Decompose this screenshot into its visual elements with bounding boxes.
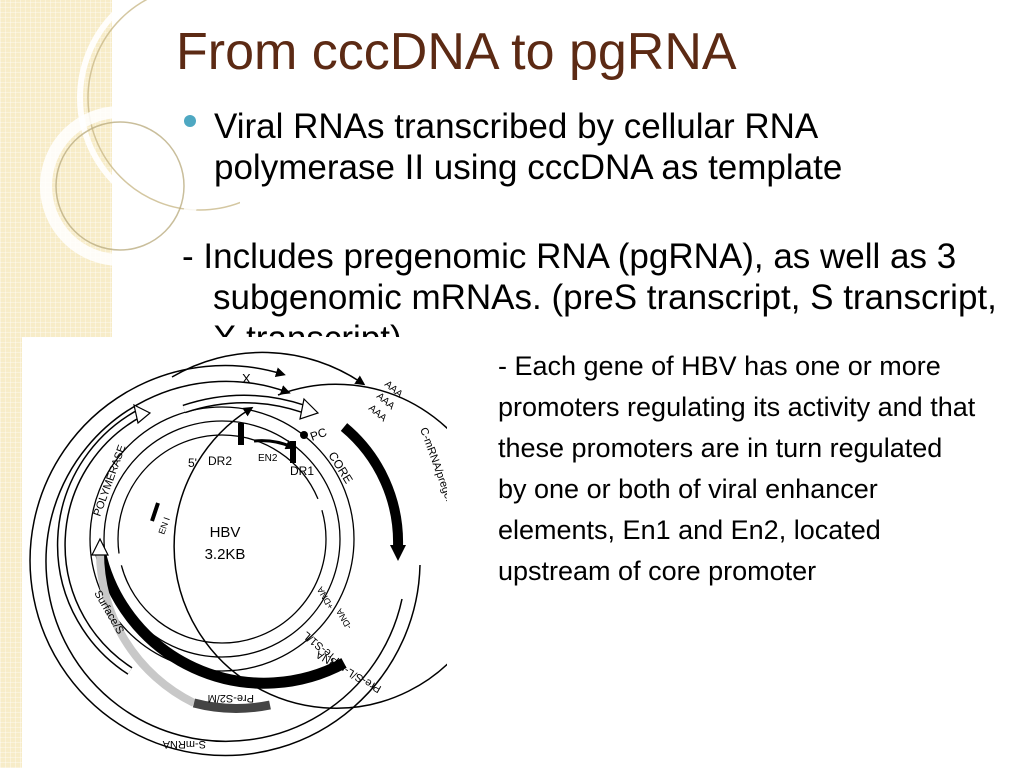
- c-mrna-arc: [173, 383, 447, 709]
- label-five-prime: 5': [188, 456, 197, 470]
- genome-ring-outer: [89, 406, 355, 672]
- genome-ring-inner: [117, 434, 327, 644]
- slide-title: From cccDNA to pgRNA: [176, 23, 737, 81]
- surface-orf-arrow: [94, 549, 347, 689]
- pre-sl-mrna-arc: [45, 380, 403, 743]
- x-orf-head: [299, 397, 320, 420]
- surface-orf-head: [91, 537, 109, 556]
- label-dr1: DR1: [290, 464, 314, 478]
- label-core: CORE: [325, 449, 355, 486]
- polymerase-orf-inner: [58, 410, 142, 674]
- surface-orf-grey: [95, 550, 196, 707]
- label-size: 3.2KB: [205, 546, 246, 563]
- label-minus-dna: -DNA: [334, 607, 354, 631]
- en2-arrow: [253, 439, 296, 450]
- label-pre-s2: Pre-S2/M: [208, 692, 254, 704]
- label-c-mrna: C-mRNA/pregenomic-RNA: [417, 426, 447, 554]
- hbv-diagram-svg: X AAA AAA AAA PC CORE DR2 EN2 DR1 5' EN …: [29, 351, 447, 757]
- dr2-marker: [238, 423, 244, 445]
- polymerase-orf-head: [133, 403, 152, 425]
- dr1-marker: [290, 441, 296, 463]
- pc-marker: [300, 431, 308, 439]
- label-hbv: HBV: [210, 524, 241, 541]
- s-mrna-arc: [29, 364, 421, 757]
- bullet-text: Viral RNAs transcribed by cellular RNA p…: [214, 107, 843, 187]
- label-pc: PC: [308, 425, 329, 444]
- label-x: X: [242, 371, 251, 386]
- surface-orf-dark: [192, 698, 271, 713]
- promoter-description: - Each gene of HBV has one or more promo…: [498, 346, 978, 592]
- label-en1: EN I: [156, 516, 171, 536]
- bullet-dot-icon: [184, 115, 196, 127]
- x-orf-arrow-inner: [183, 396, 305, 412]
- label-dr2: DR2: [208, 454, 232, 468]
- label-s-mrna: S-mRNA: [162, 738, 206, 750]
- en1-marker: [150, 502, 160, 522]
- decorative-circles: [40, 0, 240, 266]
- bullet-item: Viral RNAs transcribed by cellular RNA p…: [184, 106, 984, 188]
- core-orf-head: [390, 545, 406, 561]
- x-mrna-arc: [171, 351, 366, 386]
- genome-ring-middle: [103, 420, 341, 658]
- core-orf-arrow: [340, 423, 404, 548]
- label-en2: EN2: [258, 453, 278, 464]
- hbv-genome-diagram: X AAA AAA AAA PC CORE DR2 EN2 DR1 5' EN …: [22, 337, 447, 768]
